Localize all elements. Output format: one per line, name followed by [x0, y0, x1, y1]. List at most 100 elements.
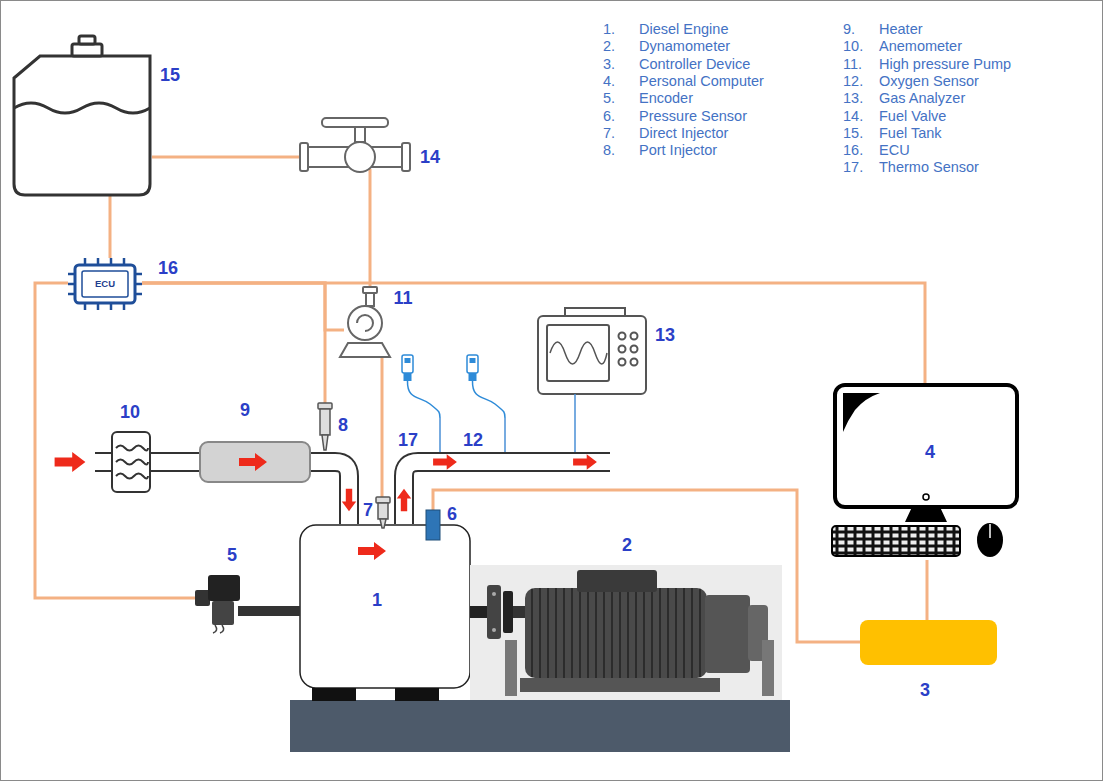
heater-icon — [200, 442, 310, 482]
oxygen-sensor-icon — [470, 358, 476, 363]
part-name: Anemometer — [879, 39, 962, 54]
callout-number: 7 — [363, 501, 373, 519]
oxygen-sensor-icon — [469, 373, 477, 381]
thermo-sensor-icon — [405, 358, 411, 363]
list-number: 2. — [603, 39, 615, 54]
ecu-chip-icon — [123, 303, 126, 310]
part-name: Gas Analyzer — [879, 91, 965, 106]
list-number: 3. — [603, 57, 615, 72]
part-name: Direct Injector — [639, 126, 728, 141]
pump-icon — [357, 315, 373, 331]
ecu-chip-icon — [135, 283, 142, 286]
sensor-leads — [439, 418, 441, 452]
part-name: Encoder — [639, 91, 693, 106]
anemometer-node: 10 — [112, 432, 150, 492]
pressure-sensor-icon — [426, 510, 440, 540]
list-number: 14. — [843, 109, 863, 124]
dynamometer-illustration — [505, 640, 517, 696]
list-number: 16. — [843, 143, 863, 158]
fuel-tank-icon — [79, 36, 95, 44]
port-injector-node: 8 — [318, 403, 332, 450]
encoder-icon — [195, 590, 210, 606]
callout-number: 4 — [925, 443, 935, 461]
port-injector-icon — [322, 435, 328, 450]
callout-number: 8 — [338, 416, 348, 434]
ecu-chip-icon — [68, 258, 142, 310]
direct-injector-icon — [378, 503, 388, 519]
fuel-valve-icon — [355, 126, 365, 142]
ecu-chip-icon — [84, 258, 87, 265]
air-flow-arrow — [342, 489, 356, 511]
callout-number: 5 — [227, 546, 237, 564]
port-injector-icon — [318, 403, 332, 450]
fuel-valve-icon — [300, 143, 308, 171]
controller-box — [860, 620, 997, 665]
thermo-sensor-icon — [404, 373, 412, 381]
anemometer-icon — [116, 446, 148, 451]
direct-injector-icon — [376, 497, 390, 528]
part-name: Dynamometer — [639, 39, 730, 54]
part-name: Controller Device — [639, 57, 750, 72]
sensor-leads — [440, 394, 575, 452]
callout-number: 6 — [447, 505, 457, 523]
ecu-chip-icon — [68, 293, 75, 296]
computer-icon — [835, 385, 1017, 507]
engine-block — [312, 688, 356, 701]
ecu-chip-icon — [82, 271, 128, 297]
oxygen-sensor-node: 12 — [465, 352, 510, 420]
encoder-icon — [208, 575, 240, 601]
callout-number: 2 — [622, 536, 632, 554]
ecu-chip-icon — [110, 258, 113, 265]
part-name: Diesel Engine — [639, 22, 728, 37]
oxygen-sensor-icon — [472, 381, 505, 418]
ecu-chip-icon — [97, 258, 100, 265]
air-flow-arrow — [397, 489, 411, 511]
engine-node: 1 — [300, 525, 470, 688]
pump-icon — [348, 306, 382, 340]
dynamometer-illustration — [503, 591, 513, 633]
ecu-chip-icon — [97, 303, 100, 310]
engine-base — [290, 700, 790, 752]
fuel-tank-icon — [14, 103, 150, 113]
callout-number: 10 — [120, 403, 140, 421]
fuel-tank-icon — [14, 56, 150, 195]
computer-icon — [905, 507, 947, 522]
engine-block — [300, 525, 470, 688]
part-name: Thermo Sensor — [879, 160, 979, 175]
dynamometer-illustration — [492, 628, 496, 632]
gas-analyzer-icon — [631, 359, 638, 366]
gas-analyzer-icon — [619, 346, 626, 353]
controller-node: 3 — [860, 620, 997, 665]
computer-node: 4 — [828, 383, 1022, 560]
list-number: 15. — [843, 126, 863, 141]
fuel-valve-icon — [402, 143, 410, 171]
part-name: Port Injector — [639, 143, 717, 158]
anemometer-icon — [112, 432, 150, 492]
direct-injector-icon — [376, 497, 390, 503]
port-injector-icon — [320, 409, 330, 435]
part-name: Personal Computer — [639, 74, 764, 89]
anemometer-icon — [112, 432, 150, 492]
dynamometer-illustration — [487, 585, 501, 639]
computer-icon — [832, 385, 1017, 557]
list-number: 1. — [603, 22, 615, 37]
computer-icon — [977, 523, 1003, 557]
air-flow-arrow — [239, 453, 267, 471]
ecu-chip-icon — [135, 293, 142, 296]
dynamometer-illustration — [525, 588, 707, 678]
ecu-chip-icon — [68, 283, 75, 286]
ecu-chip-icon — [68, 273, 75, 276]
sensor-leads — [504, 418, 506, 452]
callout-number: 3 — [920, 681, 930, 699]
anemometer-icon — [116, 474, 148, 479]
encoder-icon — [195, 575, 300, 633]
signal-wire — [142, 283, 925, 383]
gas-analyzer-icon — [538, 308, 646, 394]
pressure-sensor-icon — [426, 510, 440, 540]
oxygen-sensor-icon — [467, 355, 505, 418]
fuel-tank-node: 15 — [12, 36, 152, 195]
callout-number: 15 — [160, 66, 180, 84]
list-number: 4. — [603, 74, 615, 89]
